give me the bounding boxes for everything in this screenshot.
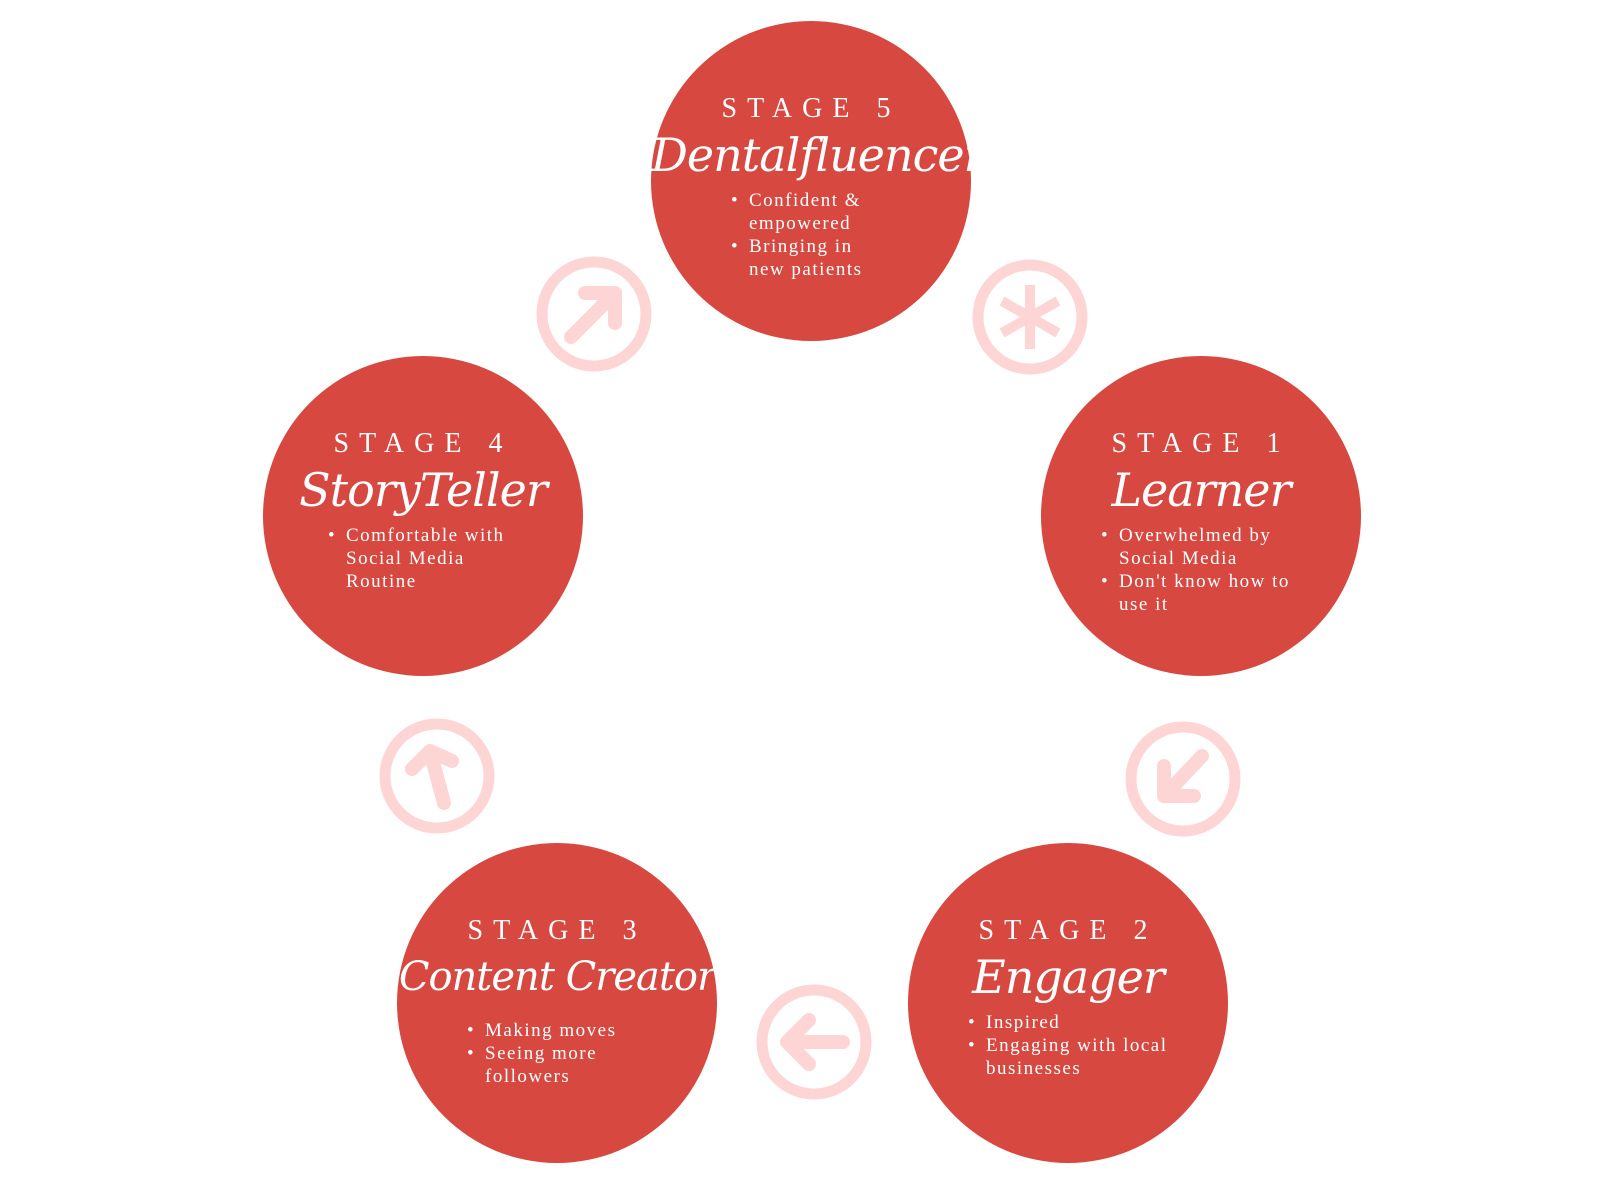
stage-5-circle: STAGE 5 Dentalfluencer Confident & empow… [651,21,986,341]
stage-label: STAGE 3 [467,915,647,946]
stage-name: Content Creator [398,954,716,1000]
stage-name: Engager [972,950,1165,1004]
stage-name: Learner [1111,463,1291,517]
bullet: Engaging with local businesses [968,1034,1168,1080]
bullet: Bringing in new patients [731,235,891,281]
bullet: Confident & empowered [731,189,891,235]
stage-name: StoryTeller [299,463,548,517]
bullet: Don't know how to use it [1101,570,1301,616]
arrow-down-left-icon [1125,721,1241,837]
stage-3-circle: STAGE 3 Content Creator Making moves See… [397,843,717,1163]
bullet: Inspired [968,1011,1168,1034]
bullet: Making moves [467,1019,647,1042]
arrow-up-icon [379,718,495,834]
stage-name: Dentalfluencer [651,128,986,182]
arrow-left-icon [756,984,872,1100]
bullet: Overwhelmed by Social Media [1101,524,1301,570]
stage-label: STAGE 5 [721,93,901,124]
asterisk-icon [972,259,1088,375]
bullet: Comfortable with Social Media Routine [328,524,518,593]
stage-label: STAGE 1 [1111,428,1291,459]
bullet: Seeing more followers [467,1042,647,1088]
stage-label: STAGE 2 [978,915,1158,946]
stage-1-circle: STAGE 1 Learner Overwhelmed by Social Me… [1041,356,1361,676]
stage-2-circle: STAGE 2 Engager Inspired Engaging with l… [908,843,1228,1163]
stage-label: STAGE 4 [333,428,513,459]
arrow-up-right-icon [536,256,652,372]
stage-4-circle: STAGE 4 StoryTeller Comfortable with Soc… [263,356,583,676]
